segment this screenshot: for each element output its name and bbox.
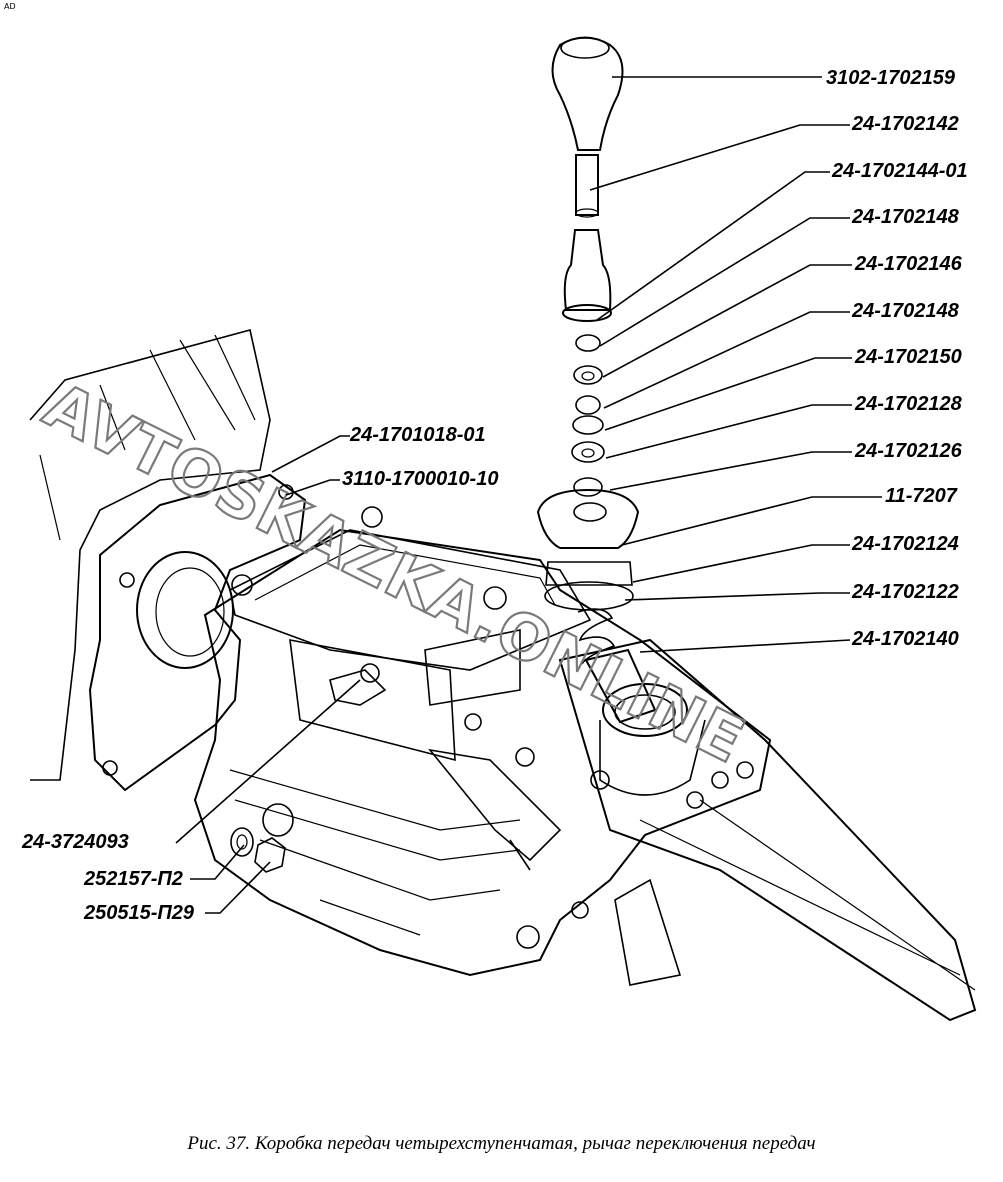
rubber-cover <box>536 488 640 611</box>
part-labels: 3102-1702159 24-1702142 24-1702144-01 24… <box>21 67 968 924</box>
washer-stack <box>571 334 605 497</box>
label-24-1702148-a: 24-1702148 <box>851 206 960 228</box>
gearbox-housing <box>29 329 977 1022</box>
label-24-1702126: 24-1702126 <box>854 440 963 462</box>
label-11-7207: 11-7207 <box>885 485 958 507</box>
label-24-1702144-01: 24-1702144-01 <box>831 160 968 182</box>
figure-caption: Рис. 37. Коробка передач четырехступенча… <box>187 1133 816 1154</box>
label-3102-1702159: 3102-1702159 <box>826 67 956 89</box>
label-24-1702150: 24-1702150 <box>854 346 962 368</box>
leader-lines <box>175 76 882 914</box>
lever-rod-upper <box>575 154 599 218</box>
label-24-1702148-b: 24-1702148 <box>851 300 960 322</box>
label-252157-p2: 252157-П2 <box>83 868 183 890</box>
corner-mark: AD <box>4 2 16 11</box>
label-24-1702122: 24-1702122 <box>851 581 959 603</box>
label-24-3724093: 24-3724093 <box>21 831 129 853</box>
label-24-1702146: 24-1702146 <box>854 253 963 275</box>
label-24-1702128: 24-1702128 <box>854 393 963 415</box>
label-24-1702140: 24-1702140 <box>851 628 959 650</box>
label-24-1702124: 24-1702124 <box>851 533 959 555</box>
label-250515-p29: 250515-П29 <box>83 902 195 924</box>
label-24-1701018-01: 24-1701018-01 <box>349 424 486 446</box>
shift-knob <box>551 36 624 151</box>
label-3110-1700010-10: 3110-1700010-10 <box>342 468 498 490</box>
label-24-1702142: 24-1702142 <box>851 113 959 135</box>
lever-boot <box>562 229 612 322</box>
